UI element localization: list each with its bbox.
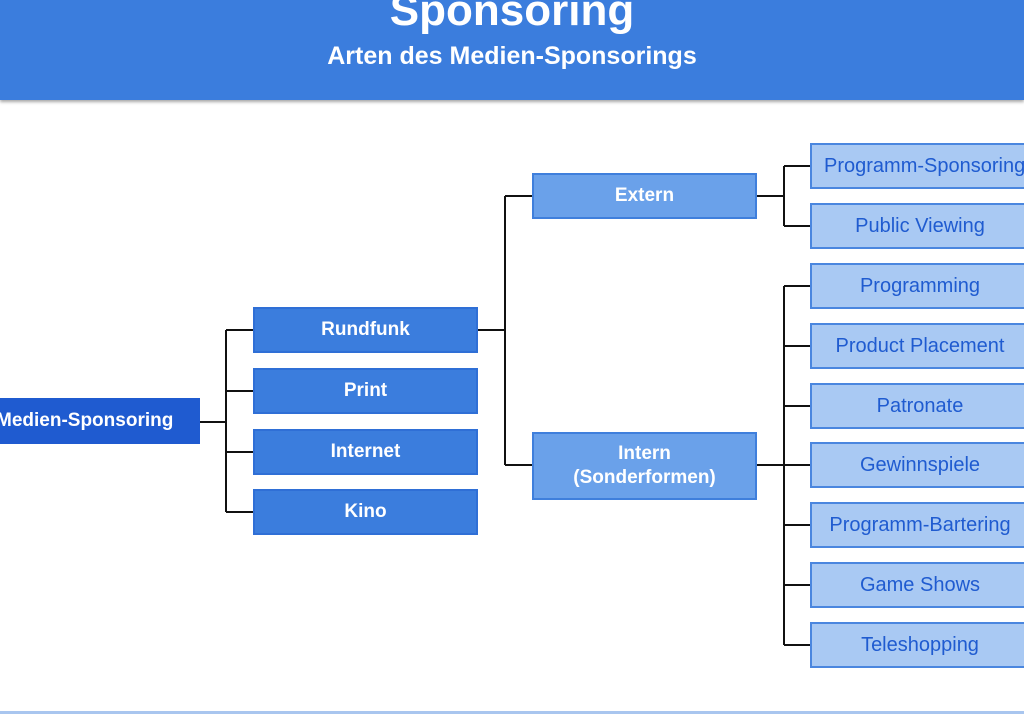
node-intern: Intern (Sonderformen)	[532, 432, 757, 500]
node-intern-line2: (Sonderformen)	[573, 467, 716, 488]
node-print: Print	[253, 368, 478, 414]
node-label: Product Placement	[835, 334, 1005, 357]
node-medien-sponsoring: Medien-Sponsoring	[0, 398, 200, 444]
page-subtitle: Arten des Medien-Sponsorings	[327, 42, 697, 70]
node-label: Game Shows	[859, 573, 981, 596]
node-gewinnspiele: Gewinnspiele	[810, 442, 1024, 488]
node-programming: Programming	[810, 263, 1024, 309]
node-label: Gewinnspiele	[859, 453, 981, 476]
node-intern-line1: Intern	[618, 443, 671, 464]
node-label: Patronate	[876, 394, 964, 417]
node-label: Programming	[859, 274, 981, 297]
node-extern: Extern	[532, 173, 757, 219]
node-patronate: Patronate	[810, 383, 1024, 429]
node-teleshopping: Teleshopping	[810, 622, 1024, 668]
bottom-divider	[0, 711, 1024, 714]
node-label: Teleshopping	[861, 633, 979, 656]
node-label: Medien-Sponsoring	[0, 410, 174, 431]
node-label: Public Viewing	[855, 214, 985, 237]
node-programm-sponsoring: Programm-Sponsoring	[810, 143, 1024, 189]
node-product-placement: Product Placement	[810, 323, 1024, 369]
page-title: Sponsoring	[389, 0, 635, 35]
node-label: Programm-Sponsoring	[824, 154, 1024, 177]
header-bar: Sponsoring Arten des Medien-Sponsorings	[0, 0, 1024, 100]
node-programm-bartering: Programm-Bartering	[810, 502, 1024, 548]
node-internet: Internet	[253, 429, 478, 475]
node-rundfunk: Rundfunk	[253, 307, 478, 353]
node-label: Programm-Bartering	[829, 513, 1011, 536]
node-kino: Kino	[253, 489, 478, 535]
node-public-viewing: Public Viewing	[810, 203, 1024, 249]
node-game-shows: Game Shows	[810, 562, 1024, 608]
